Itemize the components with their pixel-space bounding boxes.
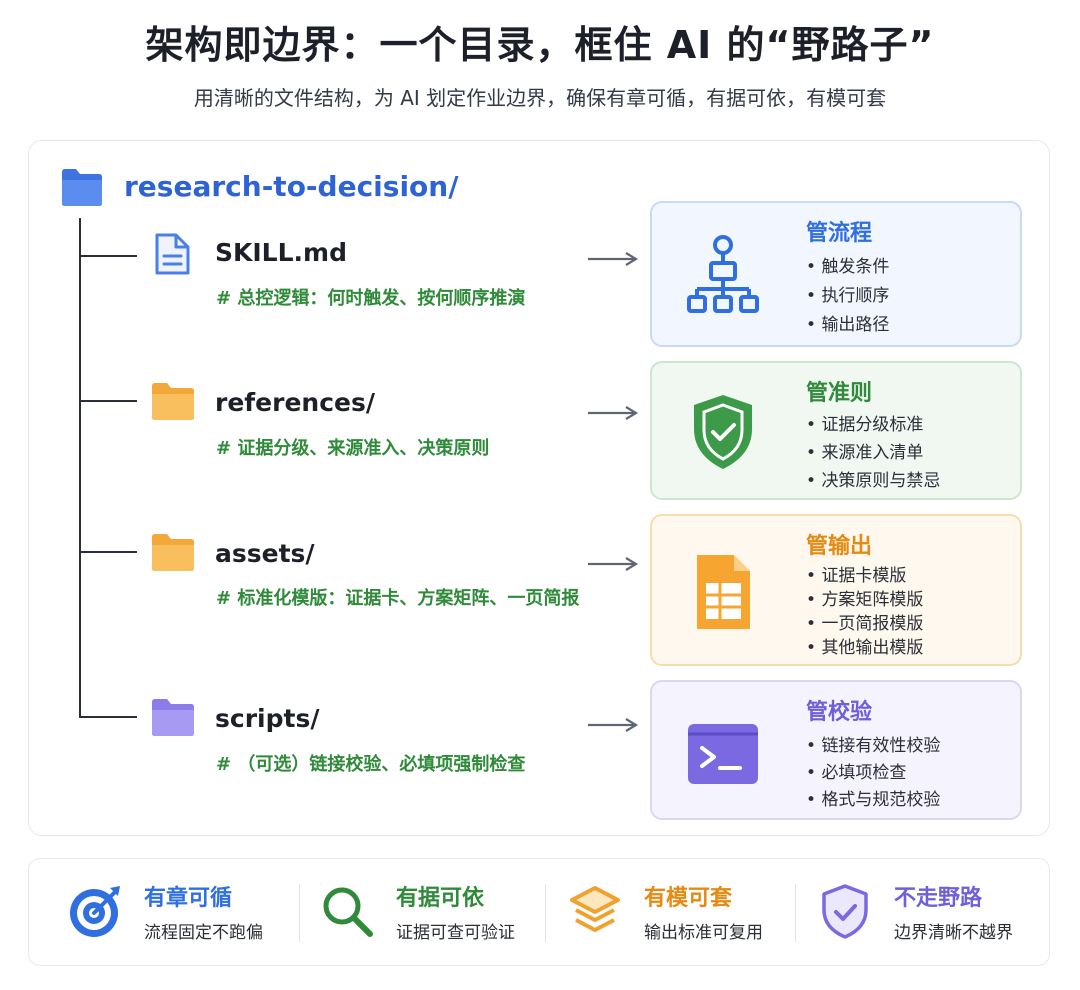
card-rules: 管准则 证据分级标准 来源准入清单 决策原则与禁忌	[650, 361, 1022, 500]
card-bullet-list: 触发条件 执行顺序 输出路径	[806, 259, 889, 334]
tree-item-comment: # 证据分级、来源准入、决策原则	[216, 438, 490, 459]
page-title: 架构即边界：一个目录，框住 AI 的“野路子”	[145, 23, 935, 67]
card-bullet: 执行顺序	[806, 288, 889, 305]
layers-icon	[570, 886, 620, 932]
spreadsheet-icon	[697, 555, 750, 629]
principle-title: 有章可循	[144, 886, 233, 911]
card-bullet: 格式与规范校验	[806, 792, 940, 809]
card-bullet: 其他输出模版	[806, 640, 923, 657]
target-icon	[70, 886, 120, 937]
folder-icon	[152, 383, 194, 420]
folder-icon	[152, 699, 194, 736]
card-bullet: 方案矩阵模版	[806, 592, 923, 609]
root-folder-label[interactable]: research-to-decision/	[124, 170, 459, 203]
card-bullet: 来源准入清单	[806, 445, 940, 462]
tree-item-skill-md[interactable]: SKILL.md	[215, 238, 347, 267]
principles-panel	[28, 858, 1050, 966]
principle-title: 不走野路	[894, 886, 983, 911]
card-output: 管输出 证据卡模版 方案矩阵模版 一页简报模版 其他输出模版	[650, 514, 1022, 666]
card-process: 管流程 触发条件 执行顺序 输出路径	[650, 201, 1022, 347]
tree-item-assets[interactable]: assets/	[215, 539, 315, 568]
card-bullet: 链接有效性校验	[806, 738, 940, 755]
card-bullet: 必填项检查	[806, 765, 940, 782]
shield-check-icon	[694, 395, 752, 469]
card-bullet: 证据卡模版	[806, 568, 923, 585]
folder-icon	[152, 534, 194, 571]
tree-branch-line	[80, 551, 137, 553]
terminal-icon	[688, 724, 758, 784]
tree-item-references[interactable]: references/	[215, 388, 375, 417]
arrow-right-icon	[588, 406, 639, 420]
tree-item-comment: # 标准化模版：证据卡、方案矩阵、一页简报	[216, 588, 580, 609]
card-bullet: 决策原则与禁忌	[806, 473, 940, 490]
arrow-right-icon	[588, 718, 639, 732]
card-validation: 管校验 链接有效性校验 必填项检查 格式与规范校验	[650, 680, 1022, 820]
divider	[299, 884, 300, 942]
magnifier-icon	[323, 887, 373, 937]
card-bullet: 触发条件	[806, 259, 889, 276]
card-bullet-list: 链接有效性校验 必填项检查 格式与规范校验	[806, 738, 940, 809]
arrow-right-icon	[588, 557, 639, 571]
card-title: 管准则	[806, 381, 873, 406]
principle-title: 有模可套	[644, 886, 733, 911]
tree-branch-line	[80, 716, 137, 718]
principle-title: 有据可依	[396, 886, 485, 911]
principle-desc: 证据可查可验证	[396, 923, 515, 943]
divider	[545, 884, 546, 942]
card-bullet: 输出路径	[806, 317, 889, 334]
tree-item-comment: # 总控逻辑：何时触发、按何顺序推演	[216, 288, 526, 309]
principle-item: 不走野路 边界清晰不越界	[816, 876, 1036, 948]
card-bullet-list: 证据分级标准 来源准入清单 决策原则与禁忌	[806, 417, 940, 490]
folder-icon	[62, 169, 102, 206]
principle-desc: 边界清晰不越界	[894, 923, 1013, 943]
page-subtitle: 用清晰的文件结构，为 AI 划定作业边界，确保有章可循，有据可依，有模可套	[193, 86, 887, 110]
tree-branch-line	[80, 255, 137, 257]
divider	[795, 884, 796, 942]
principle-item: 有章可循 流程固定不跑偏	[66, 876, 286, 948]
shield-check-icon	[822, 884, 868, 939]
flowchart-icon	[687, 235, 759, 313]
principle-item: 有据可依 证据可查可验证	[318, 876, 538, 948]
card-title: 管流程	[806, 221, 873, 246]
card-bullet: 一页简报模版	[806, 616, 923, 633]
tree-item-scripts[interactable]: scripts/	[215, 704, 320, 733]
tree-branch-line	[80, 400, 137, 402]
arrow-right-icon	[588, 252, 639, 266]
card-bullet: 证据分级标准	[806, 417, 940, 434]
principle-item: 有模可套 输出标准可复用	[566, 876, 786, 948]
card-title: 管校验	[806, 700, 873, 725]
document-icon	[155, 233, 190, 275]
card-bullet-list: 证据卡模版 方案矩阵模版 一页简报模版 其他输出模版	[806, 568, 923, 657]
tree-item-comment: # （可选）链接校验、必填项强制检查	[216, 754, 526, 775]
card-title: 管输出	[806, 534, 873, 559]
tree-trunk-line	[79, 218, 81, 718]
principle-desc: 输出标准可复用	[644, 923, 763, 943]
principle-desc: 流程固定不跑偏	[144, 923, 263, 943]
